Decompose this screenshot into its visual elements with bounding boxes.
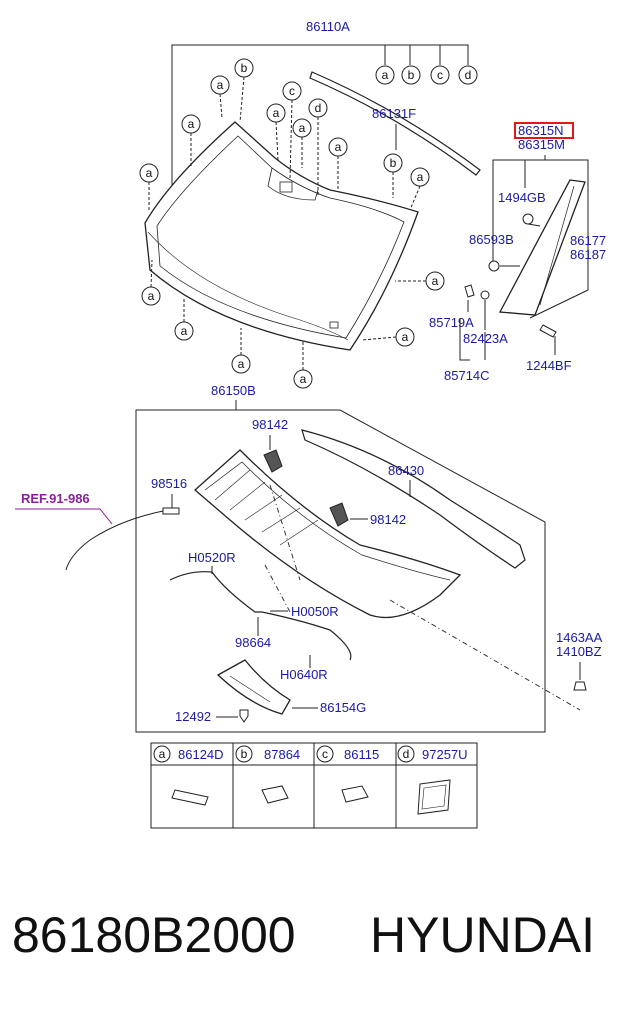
pillar-group: 86315N 86315M 1494GB 86593B 86177 86187 … <box>429 122 606 383</box>
label-86150B: 86150B <box>211 383 256 398</box>
svg-text:a: a <box>417 170 424 184</box>
svg-text:97257U: 97257U <box>422 747 468 762</box>
legend-table: a 86124D b 87864 c 86115 d 97257U <box>150 742 478 829</box>
callout-c-top: c <box>430 65 450 85</box>
svg-text:c: c <box>322 747 328 761</box>
parts-diagram: 86110A a b c d 86131F a <box>15 19 606 829</box>
label-85719A: 85719A <box>429 315 474 330</box>
svg-text:a: a <box>432 274 439 288</box>
label-1494GB: 1494GB <box>498 190 546 205</box>
nozzle-lower <box>329 502 349 527</box>
label-12492: 12492 <box>175 709 211 724</box>
svg-text:b: b <box>241 747 248 761</box>
nozzle-upper <box>263 449 283 473</box>
top-molding <box>309 71 481 176</box>
pillar-garnish <box>498 179 586 316</box>
svg-text:b: b <box>408 68 415 82</box>
windshield-callouts: a b c d a a a a b a a a a a a a a <box>139 58 445 389</box>
label-85714C: 85714C <box>444 368 490 383</box>
callout-d-top: d <box>458 65 478 85</box>
footer: 86180B2000 HYUNDAI <box>0 900 625 980</box>
svg-text:a: a <box>300 372 307 386</box>
svg-text:86124D: 86124D <box>178 747 224 762</box>
svg-text:a: a <box>335 140 342 154</box>
footer-part-number: 86180B2000 <box>12 907 296 963</box>
label-86177: 86177 <box>570 233 606 248</box>
legend-cell-d: d 97257U <box>397 745 468 815</box>
label-86187: 86187 <box>570 247 606 262</box>
svg-text:a: a <box>188 117 195 131</box>
label-1244BF: 1244BF <box>526 358 572 373</box>
windshield-glass <box>144 121 419 351</box>
callout-a-top: a <box>375 65 395 85</box>
label-86110A: 86110A <box>306 19 350 34</box>
svg-text:a: a <box>382 68 389 82</box>
label-86131F: 86131F <box>372 106 416 121</box>
label-86315N: 86315N <box>518 123 564 138</box>
svg-text:d: d <box>403 747 410 761</box>
svg-text:c: c <box>289 84 295 98</box>
callout-b-top: b <box>401 65 421 85</box>
svg-text:a: a <box>181 324 188 338</box>
label-86154G: 86154G <box>320 700 366 715</box>
highlight-box <box>514 122 574 139</box>
label-98142-upper: 98142 <box>252 417 288 432</box>
label-86593B: 86593B <box>469 232 514 247</box>
footer-brand: HYUNDAI <box>370 907 596 963</box>
label-H0050R: H0050R <box>291 604 339 619</box>
svg-text:a: a <box>402 330 409 344</box>
label-98142-lower: 98142 <box>370 512 406 527</box>
ref-label: REF.91-986 <box>21 491 90 506</box>
svg-text:87864: 87864 <box>264 747 300 762</box>
svg-text:86115: 86115 <box>344 747 379 762</box>
label-1410BZ: 1410BZ <box>556 644 602 659</box>
legend-cell-b: b 87864 <box>235 745 300 804</box>
label-98664: 98664 <box>235 635 271 650</box>
label-86430: 86430 <box>388 463 424 478</box>
label-H0520R: H0520R <box>188 550 236 565</box>
svg-text:a: a <box>146 166 153 180</box>
legend-cell-c: c 86115 <box>316 745 379 803</box>
label-H0640R: H0640R <box>280 667 328 682</box>
svg-text:b: b <box>241 61 248 75</box>
svg-text:d: d <box>465 68 472 82</box>
windshield-group: 86110A a b c d 86131F a <box>139 19 481 389</box>
svg-text:a: a <box>148 289 155 303</box>
weatherstrip <box>301 429 526 569</box>
label-1463AA: 1463AA <box>556 630 603 645</box>
legend-cell-a: a 86124D <box>153 745 224 806</box>
svg-text:b: b <box>390 156 397 170</box>
label-82423A: 82423A <box>463 331 508 346</box>
svg-text:a: a <box>217 78 224 92</box>
lower-cover <box>216 659 291 715</box>
svg-text:d: d <box>315 101 322 115</box>
svg-text:a: a <box>159 747 166 761</box>
svg-text:a: a <box>299 121 306 135</box>
cowl-group: 86150B 86430 98142 98142 98516 REF.91-98… <box>15 383 603 733</box>
svg-text:a: a <box>273 106 280 120</box>
svg-text:c: c <box>437 68 443 82</box>
label-98516: 98516 <box>151 476 187 491</box>
svg-text:a: a <box>238 357 245 371</box>
label-86315M: 86315M <box>518 137 565 152</box>
